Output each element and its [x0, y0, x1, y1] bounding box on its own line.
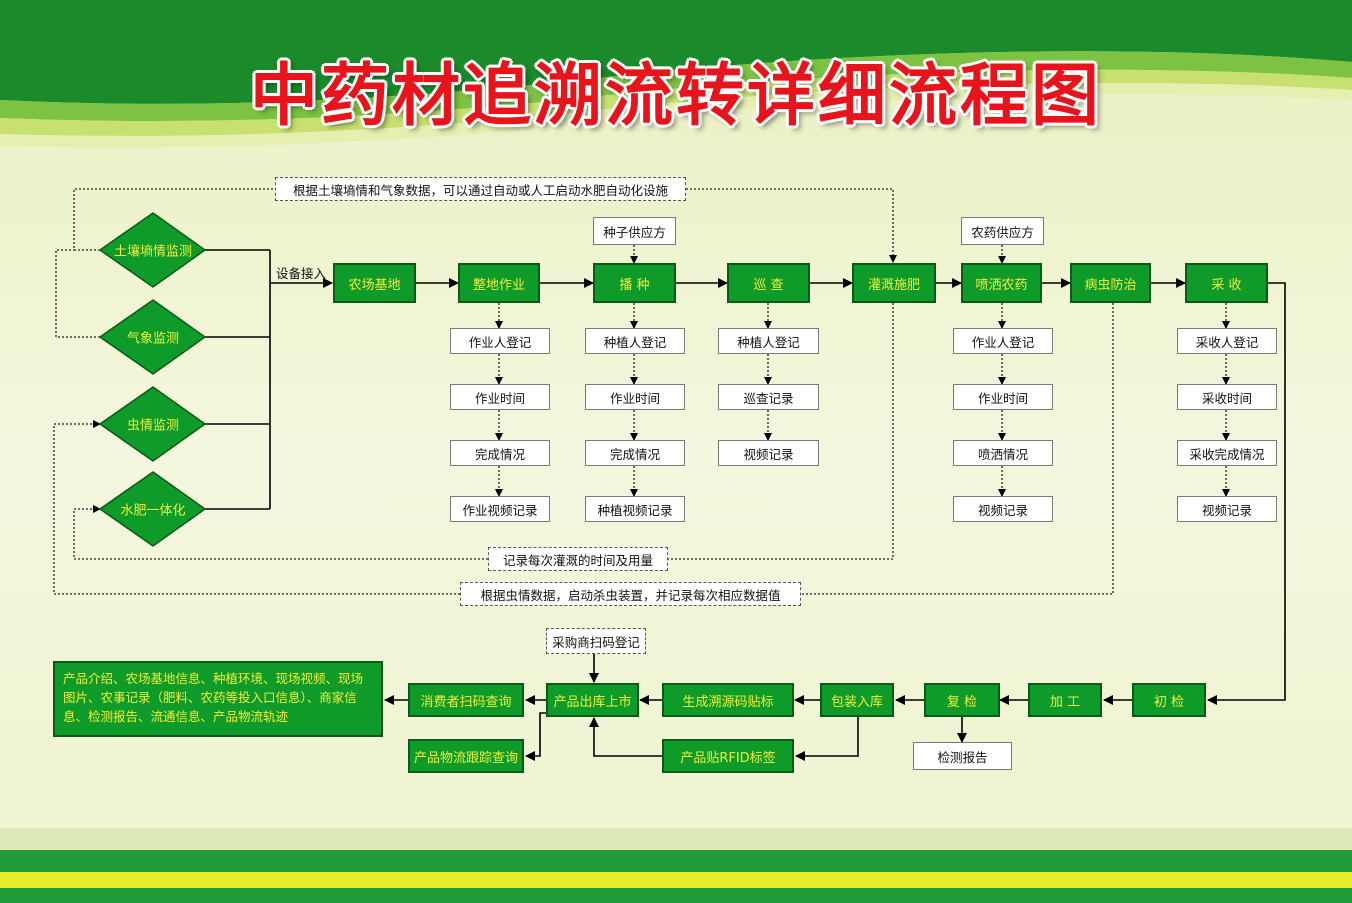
pesticide-supplier: 农药供应方 — [961, 217, 1044, 245]
seed-supplier: 种子供应方 — [593, 217, 676, 245]
monitor-pest: 虫情监测 — [126, 418, 180, 434]
step-harvest: 采 收 — [1185, 263, 1268, 303]
step-trace-label: 生成溯源码贴标 — [662, 683, 794, 717]
record-patrol-video: 视频记录 — [718, 440, 819, 466]
monitor-weather: 气象监测 — [126, 331, 180, 347]
record-spraying-video: 视频记录 — [953, 496, 1053, 522]
record-sowing-status: 完成情况 — [585, 440, 685, 466]
record-harvest-status: 采收完成情况 — [1177, 440, 1277, 466]
diamond-pest — [98, 386, 207, 462]
record-tillage-video: 作业视频记录 — [450, 496, 550, 522]
record-tillage-status: 完成情况 — [450, 440, 550, 466]
record-spraying-status: 喷洒情况 — [953, 440, 1053, 466]
record-harvest-picker: 采收人登记 — [1177, 328, 1277, 354]
test-report: 检测报告 — [913, 742, 1012, 770]
page-title: 中药材追溯流转详细流程图 — [249, 57, 1102, 136]
diamond-weather — [98, 299, 207, 375]
step-rfid: 产品贴RFID标签 — [662, 739, 794, 773]
diamond-water — [98, 471, 207, 547]
record-spraying-time: 作业时间 — [953, 384, 1053, 410]
monitor-soil: 土壤墒情监测 — [113, 244, 193, 260]
step-sowing: 播 种 — [593, 263, 676, 303]
device-access-label: 设备接入 — [276, 266, 327, 281]
step-pest-control: 病虫防治 — [1070, 263, 1151, 303]
step-recheck: 复 检 — [924, 683, 1000, 717]
product-info-box: 产品介绍、农场基地信息、种植环境、现场视频、现场图片、农事记录（肥料、农药等投入… — [53, 661, 383, 737]
monitor-water-fertilizer: 水肥一体化 — [120, 503, 186, 519]
step-consumer-query: 消费者扫码查询 — [408, 683, 524, 717]
step-spraying: 喷洒农药 — [961, 263, 1042, 303]
record-harvest-time: 采收时间 — [1177, 384, 1277, 410]
note-irrigation: 记录每次灌溉的时间及用量 — [488, 547, 668, 571]
step-patrol: 巡 查 — [727, 263, 810, 303]
record-tillage-time: 作业时间 — [450, 384, 550, 410]
note-pest: 根据虫情数据，启动杀虫装置，并记录每次相应数据值 — [460, 582, 801, 606]
diamond-soil — [98, 212, 207, 288]
step-release: 产品出库上市 — [546, 683, 639, 717]
record-tillage-operator: 作业人登记 — [450, 328, 550, 354]
step-logistics-query: 产品物流跟踪查询 — [408, 739, 524, 773]
step-farm-base: 农场基地 — [333, 263, 416, 303]
record-spraying-operator: 作业人登记 — [953, 328, 1053, 354]
record-sowing-video: 种植视频记录 — [585, 496, 685, 522]
record-sowing-time: 作业时间 — [585, 384, 685, 410]
buyer-scan-register: 采购商扫码登记 — [546, 628, 646, 654]
record-patrol-log: 巡查记录 — [718, 384, 819, 410]
record-sowing-planter: 种植人登记 — [585, 328, 685, 354]
step-irrigation: 灌溉施肥 — [852, 263, 936, 303]
step-tillage: 整地作业 — [458, 263, 540, 303]
record-harvest-video: 视频记录 — [1177, 496, 1277, 522]
step-processing: 加 工 — [1028, 683, 1102, 717]
step-packing: 包装入库 — [820, 683, 894, 717]
record-patrol-planter: 种植人登记 — [718, 328, 819, 354]
note-top: 根据土壤墒情和气象数据，可以通过自动或人工启动水肥自动化设施 — [275, 177, 686, 201]
step-initial-check: 初 检 — [1132, 683, 1206, 717]
